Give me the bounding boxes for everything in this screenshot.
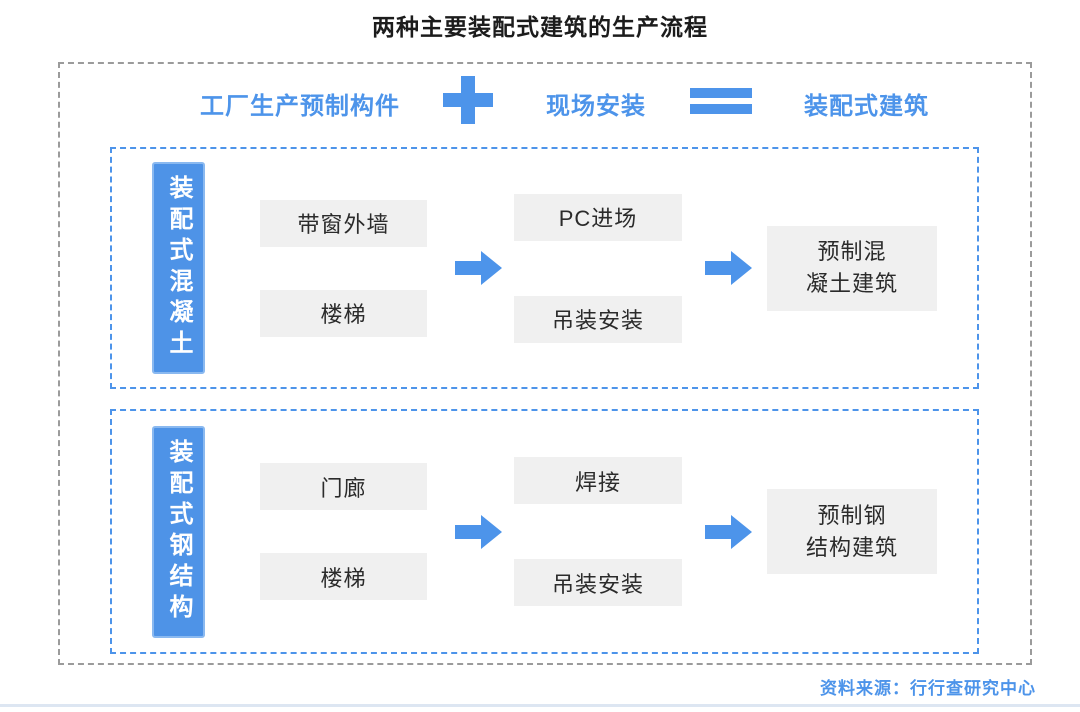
input-box: 门廊 bbox=[260, 463, 427, 510]
data-source-credit: 资料来源：行行查研究中心 bbox=[820, 679, 1036, 698]
section-label: 装配式钢结构 bbox=[152, 425, 205, 638]
result-box: 预制混 凝土建筑 bbox=[767, 225, 937, 311]
step-box: 吊装安装 bbox=[514, 559, 682, 606]
result-box: 预制钢 结构建筑 bbox=[767, 489, 937, 574]
arrow-right-icon bbox=[455, 514, 502, 549]
steps-column: 焊接 吊装安装 bbox=[514, 457, 682, 606]
section-label: 装配式混凝土 bbox=[152, 162, 205, 374]
bottom-divider bbox=[0, 704, 1080, 707]
input-box: 楼梯 bbox=[260, 553, 427, 600]
plus-icon bbox=[443, 76, 493, 124]
step-box: 焊接 bbox=[514, 457, 682, 504]
equation-result-label: 装配式建筑 bbox=[804, 93, 929, 120]
step-box: PC进场 bbox=[514, 193, 682, 241]
section-precast-concrete: 装配式混凝土 带窗外墙 楼梯 PC进场 吊装安装 预制混 凝土建筑 bbox=[110, 147, 979, 389]
equation-factory-label: 工厂生产预制构件 bbox=[200, 93, 400, 120]
equals-icon bbox=[690, 88, 752, 114]
outer-frame: 工厂生产预制构件 现场安装 装配式建筑 装配式混凝土 带窗外墙 楼梯 PC进场 … bbox=[58, 62, 1032, 665]
inputs-column: 带窗外墙 楼梯 bbox=[260, 199, 427, 337]
section-steel-structure: 装配式钢结构 门廊 楼梯 焊接 吊装安装 预制钢 结构建筑 bbox=[110, 409, 979, 654]
equation-site-label: 现场安装 bbox=[546, 93, 646, 120]
page-title: 两种主要装配式建筑的生产流程 bbox=[372, 14, 708, 40]
input-box: 楼梯 bbox=[260, 289, 427, 337]
input-box: 带窗外墙 bbox=[260, 199, 427, 247]
steps-column: PC进场 吊装安装 bbox=[514, 193, 682, 343]
arrow-right-icon bbox=[705, 251, 752, 285]
step-box: 吊装安装 bbox=[514, 295, 682, 343]
arrow-right-icon bbox=[455, 251, 502, 285]
inputs-column: 门廊 楼梯 bbox=[260, 463, 427, 600]
arrow-right-icon bbox=[705, 514, 752, 549]
